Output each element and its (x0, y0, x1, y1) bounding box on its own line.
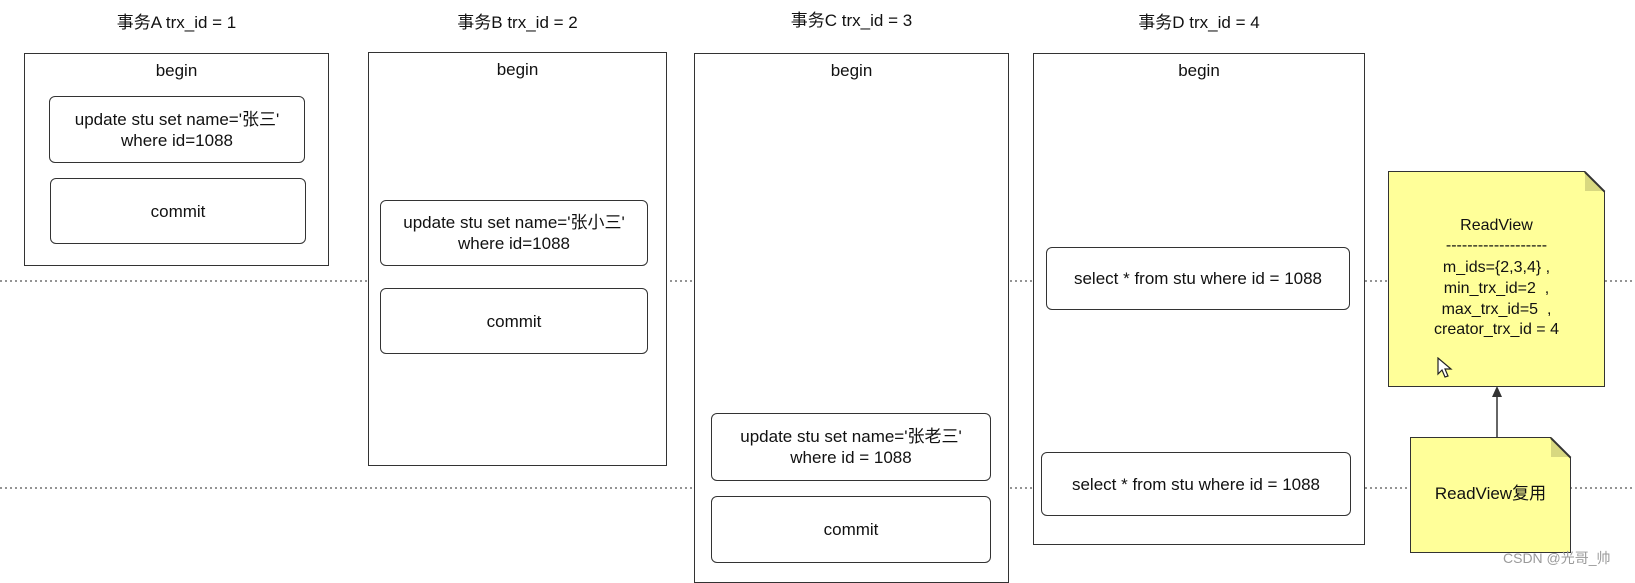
readview-reuse-label: ReadView复用 (1434, 484, 1547, 503)
transaction-c-update-step[interactable]: update stu set name='张老三' where id = 108… (711, 413, 991, 481)
step-line: update stu set name='张三' (74, 109, 280, 129)
step-line: commit (486, 311, 542, 331)
readview-field-m-ids: m_ids={2,3,4} , (1442, 259, 1551, 276)
step-line: where id=1088 (457, 234, 570, 253)
step-line: update stu set name='张老三' (740, 427, 962, 446)
step-line: commit (150, 201, 206, 221)
readview-field-max-trx-id: max_trx_id=5 , (1441, 301, 1552, 318)
step-line: select * from stu where id = 1088 (1073, 269, 1323, 288)
mouse-cursor-icon (1437, 357, 1453, 378)
transaction-c-title: 事务C trx_id = 3 (790, 11, 913, 30)
readview-reuse-note (1410, 437, 1571, 553)
transaction-a-begin: begin (155, 61, 198, 80)
transaction-b-update-step[interactable]: update stu set name='张小三' where id=1088 (380, 200, 648, 266)
transaction-a-title: 事务A trx_id = 1 (116, 13, 237, 32)
transaction-d-select-step-1[interactable]: select * from stu where id = 1088 (1046, 247, 1350, 310)
readview-title: ReadView (1460, 217, 1533, 234)
transaction-b-begin: begin (496, 60, 539, 79)
readview-separator: ------------------- (1445, 237, 1548, 254)
transaction-a-update-step[interactable]: update stu set name='张三' where id=1088 (49, 96, 305, 163)
transaction-d-select-step-2[interactable]: select * from stu where id = 1088 (1041, 452, 1351, 516)
reuse-arrow-head (1492, 386, 1502, 397)
transaction-c-commit-step[interactable]: commit (711, 496, 991, 563)
transaction-c-begin: begin (830, 61, 873, 80)
readview-field-creator-trx-id: creator_trx_id = 4 (1434, 321, 1559, 338)
step-line: where id=1088 (120, 130, 233, 150)
step-line: update stu set name='张小三' (403, 213, 625, 232)
transaction-d-title: 事务D trx_id = 4 (1138, 13, 1260, 32)
transaction-c-lane (694, 53, 1009, 583)
transaction-b-title: 事务B trx_id = 2 (457, 13, 578, 32)
transaction-d-begin: begin (1178, 61, 1220, 80)
readview-note (1388, 171, 1605, 387)
transaction-b-commit-step[interactable]: commit (380, 288, 648, 354)
step-line: commit (823, 520, 879, 539)
step-line: where id = 1088 (790, 448, 912, 467)
csdn-watermark: CSDN @光哥_帅 (1503, 550, 1611, 566)
transaction-a-commit-step[interactable]: commit (50, 178, 306, 244)
readview-field-min-trx-id: min_trx_id=2 , (1443, 280, 1550, 297)
step-line: select * from stu where id = 1088 (1071, 474, 1321, 494)
